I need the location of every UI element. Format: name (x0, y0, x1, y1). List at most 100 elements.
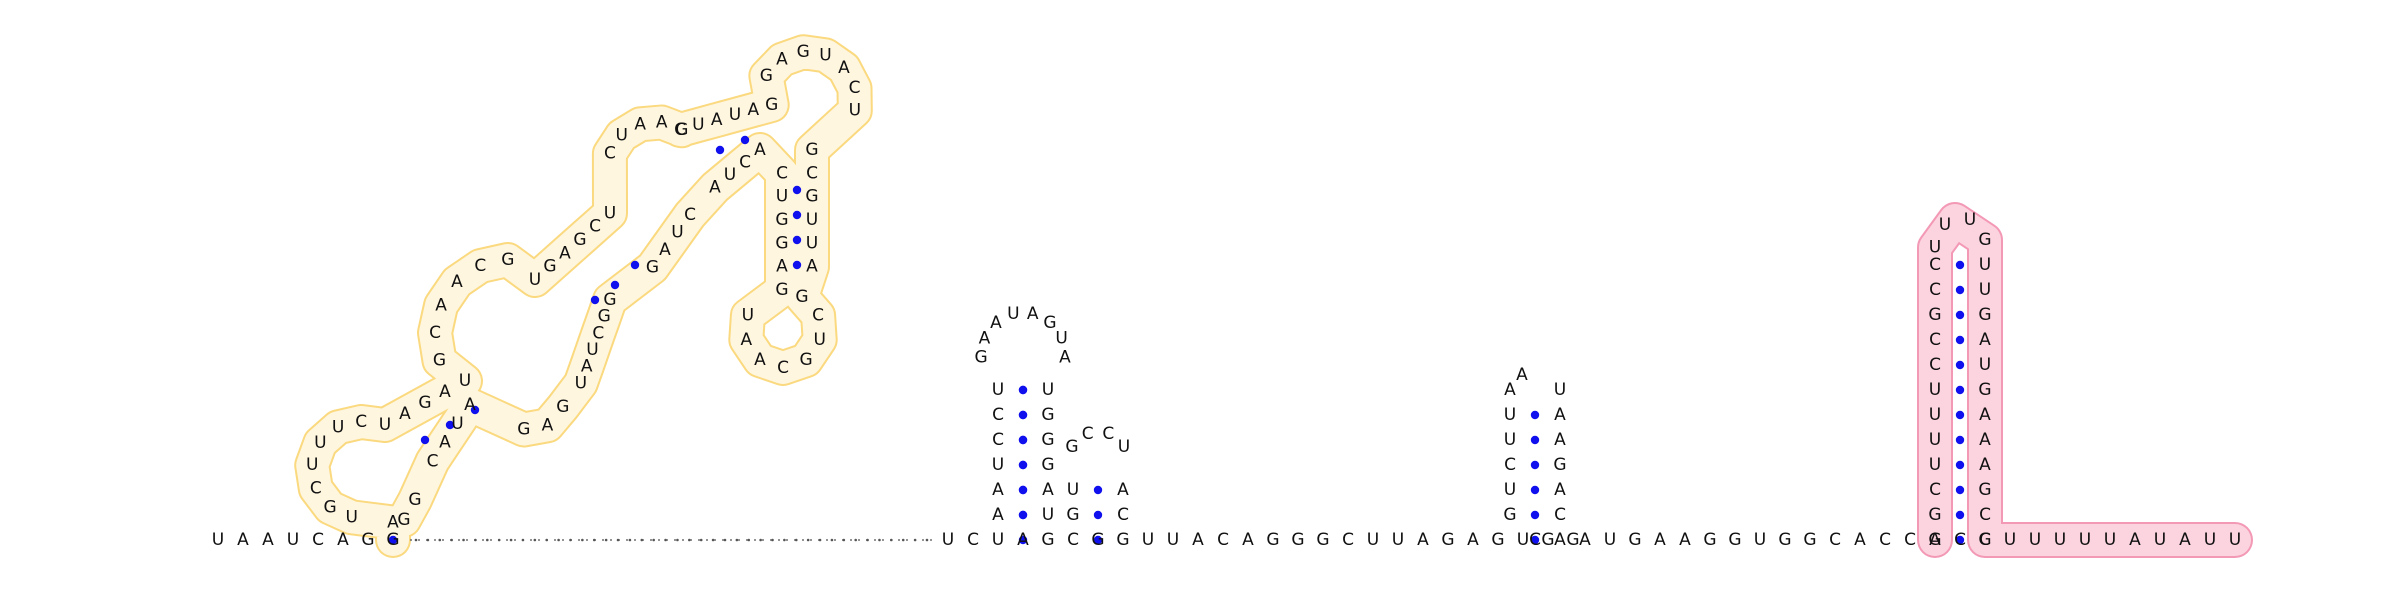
nucleotide: U (379, 415, 391, 435)
gap-position (699, 538, 703, 542)
nucleotide: U (1929, 455, 1941, 475)
gap-position (414, 538, 418, 542)
nucleotide: G (1628, 530, 1641, 550)
base-pair-dot (792, 260, 802, 270)
nucleotide: U (1007, 304, 1019, 324)
nucleotide: C (1929, 480, 1941, 500)
nucleotide: U (942, 530, 954, 550)
nucleotide: A (754, 140, 766, 160)
nucleotide: A (2129, 530, 2141, 550)
nucleotide: U (604, 203, 616, 223)
base-pair-dot (792, 210, 802, 220)
nucleotide: G (418, 393, 431, 413)
nucleotide: A (559, 243, 571, 263)
nucleotide: A (838, 58, 850, 78)
base-pair-dot (470, 405, 480, 415)
nucleotide: U (615, 126, 627, 146)
nucleotide: A (1979, 455, 1991, 475)
nucleotide: G (386, 530, 399, 550)
nucleotide: U (2079, 530, 2091, 550)
nucleotide: G (1928, 530, 1941, 550)
gap-position (735, 538, 739, 542)
nucleotide: C (1904, 530, 1916, 550)
nucleotide: C (1217, 530, 1229, 550)
nucleotide: G (775, 233, 788, 253)
nucleotide: U (1929, 430, 1941, 450)
gap-position (723, 538, 727, 542)
nucleotide: G (1978, 305, 1991, 325)
nucleotide: U (776, 187, 788, 207)
nucleotide: C (1529, 530, 1541, 550)
nucleotide: U (992, 530, 1004, 550)
nucleotide: G (1041, 455, 1054, 475)
nucleotide: U (849, 101, 861, 121)
nucleotide: C (1929, 355, 1941, 375)
base-pair-dot (1955, 410, 1965, 420)
nucleotide: A (1929, 530, 1941, 550)
nucleotide: A (776, 257, 788, 277)
nucleotide: C (1929, 280, 1941, 300)
gap-position (676, 538, 679, 542)
nucleotide: U (1554, 380, 1566, 400)
nucleotide: A (237, 530, 249, 550)
nucleotide: C (812, 306, 824, 326)
nucleotide: C (429, 323, 441, 343)
nucleotide: C (355, 412, 367, 432)
nucleotide: G (775, 280, 788, 300)
gap-position (771, 538, 774, 542)
nucleotide: C (1879, 530, 1891, 550)
base-pair-dot (1955, 535, 1965, 545)
gap-position (569, 538, 572, 542)
nucleotide: U (724, 165, 736, 185)
nucleotide: U (1929, 238, 1941, 258)
nucleotide: A (1027, 304, 1039, 324)
nucleotide: A (1854, 530, 1866, 550)
nucleotide: A (754, 350, 766, 370)
nucleotide: C (1554, 505, 1566, 525)
nucleotide: U (1517, 530, 1529, 550)
nucleotide: U (1042, 380, 1054, 400)
nucleotide: A (1117, 480, 1129, 500)
nucleotide: U (586, 340, 598, 360)
nucleotide: G (1928, 305, 1941, 325)
nucleotide: U (2204, 530, 2216, 550)
nucleotide: U (2054, 530, 2066, 550)
nucleotide: G (1978, 230, 1991, 250)
nucleotide: U (306, 455, 318, 475)
base-pair-dot (1018, 385, 1028, 395)
nucleotide: U (1504, 480, 1516, 500)
nucleotide: U (729, 105, 741, 125)
base-pair-dot (590, 295, 600, 305)
gap-position (604, 538, 608, 542)
nucleotide: A (1516, 365, 1528, 385)
nucleotide: A (1979, 330, 1991, 350)
nucleotide: A (262, 530, 274, 550)
base-pair-dot (610, 280, 620, 290)
gap-position (783, 538, 786, 542)
gap-position (640, 538, 644, 542)
gap-position (628, 538, 632, 542)
nucleotide: G (1978, 380, 1991, 400)
nucleotide: G (1491, 530, 1504, 550)
nucleotide: A (1242, 530, 1254, 550)
nucleotide: A (542, 415, 554, 435)
gap-position (747, 538, 751, 542)
gap-position (486, 538, 489, 542)
nucleotide: G (324, 498, 337, 518)
orange-domain-highlight-fill (296, 36, 871, 556)
nucleotide: C (1929, 330, 1941, 350)
nucleotide: U (692, 115, 704, 135)
gap-position (438, 538, 442, 542)
nucleotide: G (397, 510, 410, 530)
nucleotide: A (806, 257, 818, 277)
nucleotide: G (1503, 505, 1516, 525)
gap-position (688, 538, 691, 542)
nucleotide: G (556, 397, 569, 417)
nucleotide: C (1067, 530, 1079, 550)
nucleotide: U (314, 433, 326, 453)
nucleotide: G (797, 42, 810, 62)
nucleotide: U (992, 380, 1004, 400)
nucleotide: A (435, 295, 447, 315)
base-pair-dot (1955, 335, 1965, 345)
